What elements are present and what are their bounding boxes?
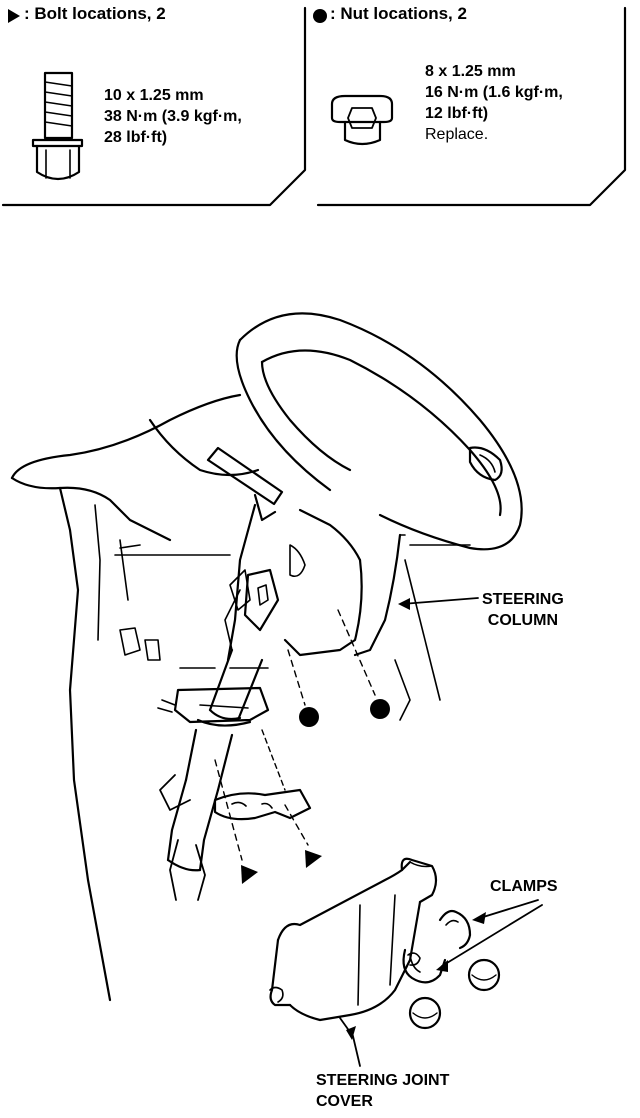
legend-triangle-marker [8,9,20,23]
bolt-icon [31,71,84,181]
steering-column-pointer [401,597,479,605]
cover-caps [408,958,501,1030]
bolt-legend-header: : Bolt locations, 2 [24,4,166,23]
steering-joint-cover-label-line2: COVER [316,1093,373,1110]
steering-wheel [235,312,523,551]
nut-icon [330,94,394,146]
steering-column-label-line2: COLUMN [487,612,558,629]
lower-bracket [157,667,286,791]
dashboard-outline [10,393,260,1002]
nut-location-marker-2 [370,699,390,719]
joint-cover-arrowhead [346,1026,356,1040]
clamp-lower [402,948,447,984]
bolt-location-marker-2 [305,850,322,868]
instrument-panel-parts [119,569,251,661]
nut-spec-torque-lbf: 12 lbf·ft) [425,105,489,122]
steering-joint-cover-label: STEERING JOINT COVER [316,1070,449,1112]
clamp-pointers [441,899,543,967]
nut-spec-torque: 16 N·m (1.6 kgf·m, [425,84,563,101]
clamp-arrowhead-lower [436,960,448,972]
steering-column-body [226,503,471,721]
clamp-arrowhead-upper [472,912,486,924]
nut-spec: 8 x 1.25 mm 16 N·m (1.6 kgf·m, 12 lbf·ft… [425,61,563,145]
nut-spec-note: Replace. [425,126,489,143]
steering-joint-cover-label-line1: STEERING JOINT [316,1072,450,1089]
marker-leaders [214,609,376,861]
joint-cover-pointer [351,1031,361,1067]
legend-frames [1,6,627,207]
steering-column-label-line1: STEERING [482,591,564,608]
bolt-spec: 10 x 1.25 mm 38 N·m (3.9 kgf·m, 28 lbf·f… [104,85,242,148]
nut-spec-size: 8 x 1.25 mm [425,63,516,80]
nut-legend-header: : Nut locations, 2 [330,4,467,23]
bolt-spec-torque: 38 N·m (3.9 kgf·m, [104,108,242,125]
nut-location-marker-1 [299,707,319,727]
bolt-spec-size: 10 x 1.25 mm [104,87,204,104]
steering-column-label: STEERING COLUMN [482,589,564,631]
combination-switch-lever [206,446,284,522]
joint-bracket [213,788,312,821]
legend-dot-marker [313,9,327,23]
clamps-label: CLAMPS [490,878,558,895]
clamp-upper [438,909,472,950]
bolt-location-marker-1 [241,865,258,884]
steering-column-arrowhead [398,598,410,610]
column-shaft [159,589,264,901]
bolt-spec-torque-lbf: 28 lbf·ft) [104,129,168,146]
